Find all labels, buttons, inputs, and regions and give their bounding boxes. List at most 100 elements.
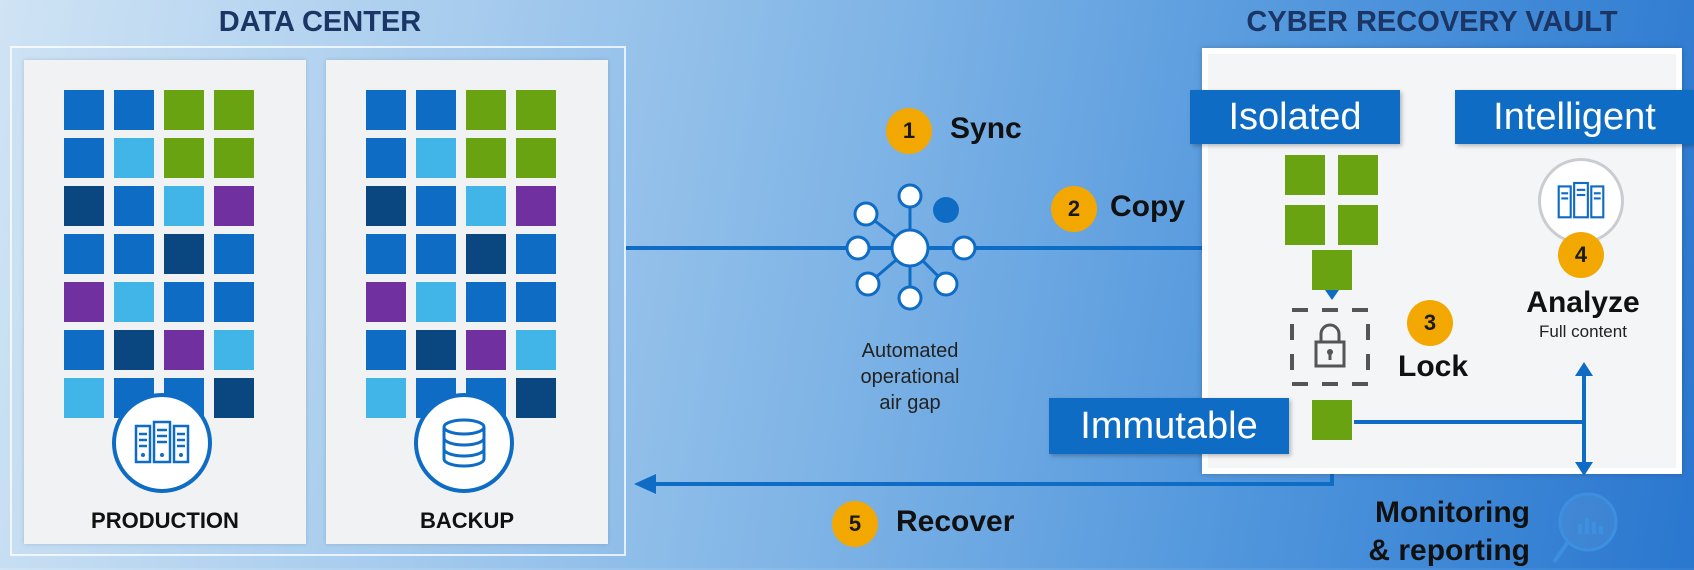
rack-block: [366, 330, 406, 370]
vault-block: [1338, 155, 1378, 195]
airgap-caption: Automated operational air gap: [828, 338, 992, 416]
isolated-tag: Isolated: [1190, 90, 1400, 144]
rack-block: [114, 90, 154, 130]
server-icon: [112, 393, 212, 493]
vault-down-arrow: [1325, 290, 1339, 300]
step-3-badge: 3: [1407, 300, 1453, 346]
airgap-caption-line: air gap: [879, 392, 941, 414]
database-icon: [414, 393, 514, 493]
lock-frame: [1290, 308, 1370, 386]
backup-rack: BACKUP: [326, 60, 608, 544]
rack-block: [114, 234, 154, 274]
analyze-sublabel: Full content: [1539, 322, 1627, 341]
monitoring-down-arrow: [1575, 462, 1593, 476]
data-center-heading: DATA CENTER: [218, 6, 422, 38]
rack-block: [516, 138, 556, 178]
rack-block: [416, 282, 456, 322]
rack-block: [164, 186, 204, 226]
step-1-badge: 1: [886, 108, 932, 154]
rack-block: [466, 138, 506, 178]
rack-block: [366, 90, 406, 130]
airgap-caption-line: Automated: [861, 340, 959, 362]
data-center-frame: [10, 46, 626, 556]
production-label: PRODUCTION: [91, 508, 239, 533]
vault-block: [1338, 205, 1378, 245]
rack-block: [164, 330, 204, 370]
analyze-label: Analyze: [1526, 286, 1640, 319]
rack-block: [416, 330, 456, 370]
vault-block: [1312, 250, 1352, 290]
rack-block: [214, 138, 254, 178]
rack-block: [416, 90, 456, 130]
sync-label: Sync: [950, 112, 1022, 145]
rack-block: [114, 186, 154, 226]
rack-block: [366, 186, 406, 226]
rack-block: [164, 282, 204, 322]
rack-block: [164, 90, 204, 130]
rack-block: [214, 234, 254, 274]
rack-block: [416, 138, 456, 178]
rack-block: [516, 282, 556, 322]
rack-block: [64, 282, 104, 322]
production-grid: [64, 90, 264, 450]
monitoring-label: Monitoring & reporting: [1340, 494, 1530, 570]
rack-block: [64, 234, 104, 274]
copy-label: Copy: [1110, 190, 1185, 223]
lock-label: Lock: [1398, 350, 1469, 383]
rack-block: [416, 186, 456, 226]
rack-block: [466, 234, 506, 274]
rack-block: [64, 186, 104, 226]
rack-block: [366, 234, 406, 274]
recover-label: Recover: [896, 505, 1015, 538]
rack-block: [466, 186, 506, 226]
rack-block: [164, 234, 204, 274]
monitoring-label-line: & reporting: [1368, 534, 1530, 567]
rack-block: [164, 138, 204, 178]
rack-block: [466, 282, 506, 322]
step-5-badge: 5: [832, 501, 878, 547]
analyze-vertical-line: [1582, 372, 1586, 466]
rack-block: [64, 330, 104, 370]
rack-block: [214, 186, 254, 226]
step-4-badge: 4: [1558, 232, 1604, 278]
vault-block: [1285, 205, 1325, 245]
rack-block: [516, 234, 556, 274]
intelligent-tag: Intelligent: [1455, 90, 1694, 144]
rack-block: [114, 282, 154, 322]
magnifier-chart-icon: [1552, 492, 1618, 564]
vault-heading: CYBER RECOVERY VAULT: [1246, 6, 1618, 38]
rack-block: [114, 138, 154, 178]
analyze-line: [1354, 420, 1586, 424]
network-hub-icon: [845, 183, 977, 311]
lock-icon: [1314, 323, 1346, 368]
rack-block: [214, 282, 254, 322]
rack-block: [214, 378, 254, 418]
rack-block: [416, 234, 456, 274]
immutable-block: [1312, 400, 1352, 440]
recover-arrowhead: [634, 474, 656, 494]
rack-block: [516, 330, 556, 370]
analyze-icon: [1538, 158, 1624, 244]
recover-line: [650, 482, 1334, 486]
rack-block: [516, 378, 556, 418]
backup-label: BACKUP: [419, 508, 515, 533]
step-2-badge: 2: [1051, 186, 1097, 232]
rack-block: [366, 378, 406, 418]
rack-block: [466, 330, 506, 370]
analyze-up-arrow: [1575, 362, 1593, 376]
rack-block: [214, 330, 254, 370]
recover-line-riser: [1330, 462, 1334, 486]
airgap-caption-line: operational: [860, 366, 960, 388]
rack-block: [366, 282, 406, 322]
rack-block: [64, 378, 104, 418]
rack-block: [516, 90, 556, 130]
production-rack: PRODUCTION: [24, 60, 306, 544]
rack-block: [466, 90, 506, 130]
rack-block: [214, 90, 254, 130]
vault-block: [1285, 155, 1325, 195]
monitoring-label-line: Monitoring: [1375, 496, 1530, 529]
rack-block: [64, 138, 104, 178]
rack-block: [366, 138, 406, 178]
immutable-tag: Immutable: [1049, 398, 1289, 454]
rack-block: [114, 330, 154, 370]
